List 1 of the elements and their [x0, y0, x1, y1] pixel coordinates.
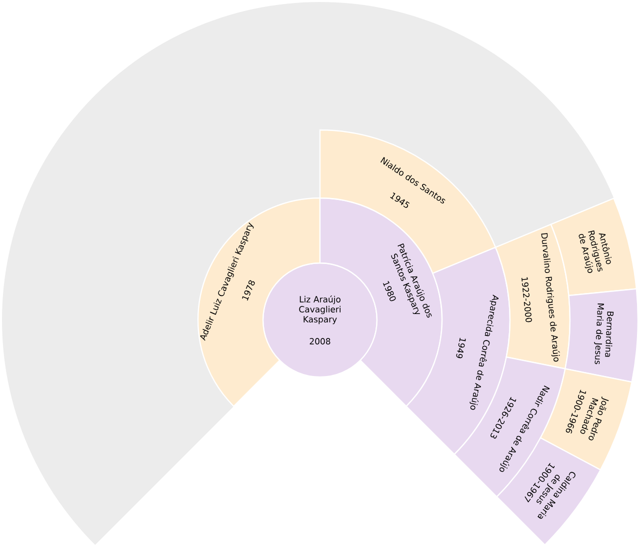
ancestor-sector: Bernardina Maria de Jesus: [564, 288, 639, 383]
